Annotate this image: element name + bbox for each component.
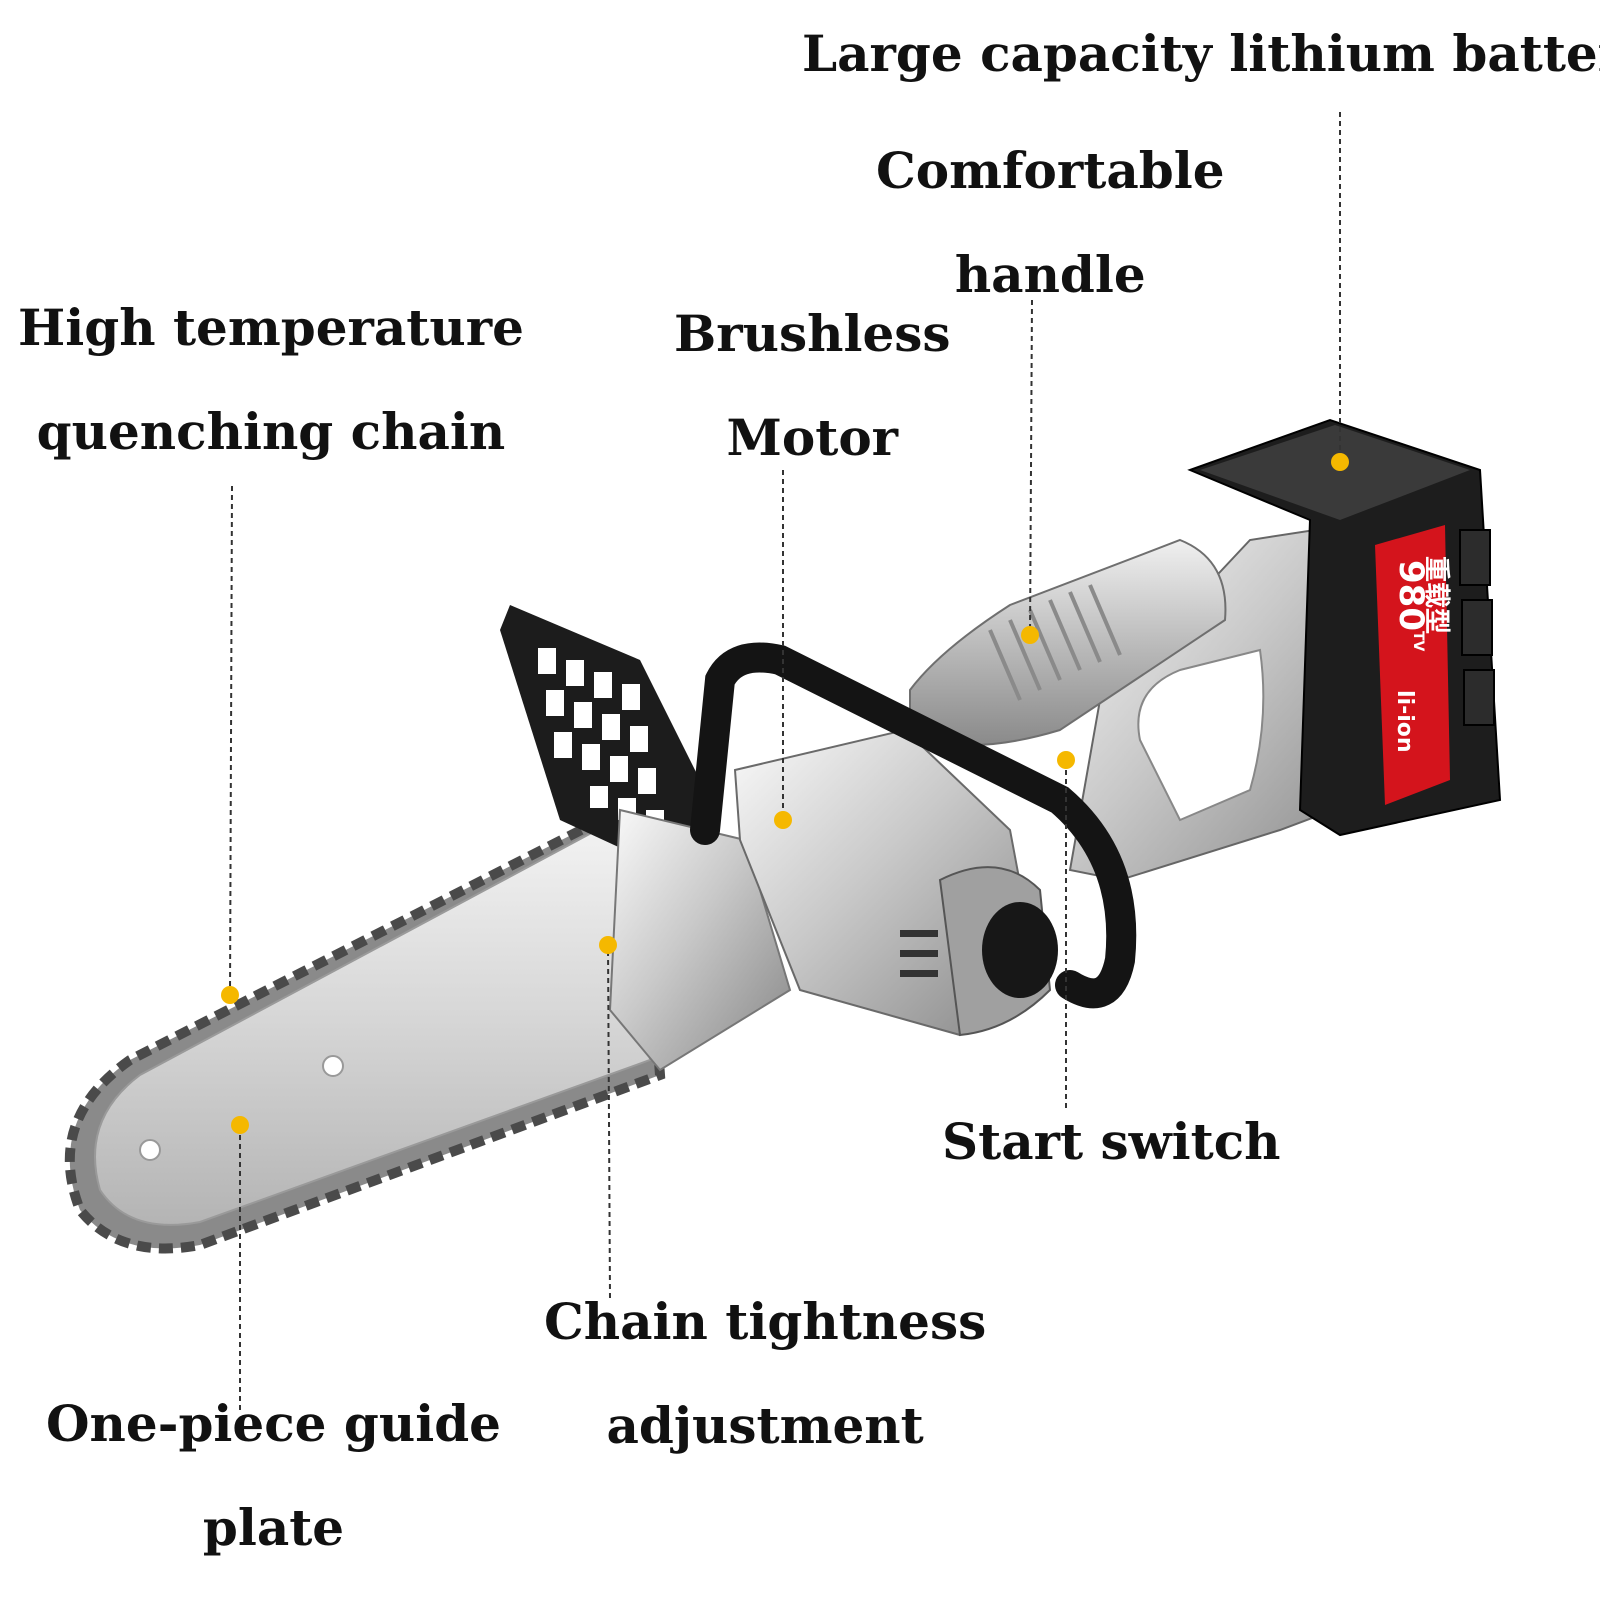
callout-chain-line-2: quenching chain [36,402,506,461]
callout-chain-line-1: High temperature [18,298,524,357]
battery-model-number: 980 [1391,560,1431,631]
marker-dot-chain [221,986,239,1004]
callout-plate-line-2: plate [202,1498,345,1557]
callout-tightness-line-2: adjustment [606,1396,924,1455]
battery-model: 980TV [1391,560,1431,652]
bar-hole [139,1139,161,1161]
battery-model-sup: TV [1410,631,1426,652]
callout-battery-line-1: Large capacity lithium battery [802,24,1600,83]
callout-handle: Comfortable handle [876,119,1225,327]
callout-dots [221,453,1349,1134]
battery-brand: li-ion [1392,690,1417,753]
marker-dot-switch [1057,751,1075,769]
bar-hole [322,1055,344,1077]
motor-cap [982,902,1058,998]
callout-motor: Brushless Motor [674,282,951,490]
callout-handle-line-2: handle [954,245,1146,304]
marker-dot-handle [1021,626,1039,644]
callout-tightness: Chain tightness adjustment [544,1270,986,1478]
leader-line-tightness [607,944,611,1299]
callout-motor-line-2: Motor [726,408,899,467]
front-handle-loop [690,642,1137,1009]
callout-chain: High temperature quenching chain [18,276,524,484]
leader-lines [229,112,1341,1410]
leader-line-chain [229,485,233,996]
callout-plate: One-piece guide plate [46,1372,501,1580]
hand-guard [500,605,720,880]
marker-dot-tightness [599,936,617,954]
callout-battery: Large capacity lithium battery [802,2,1600,106]
marker-dot-plate [231,1116,249,1134]
marker-dot-battery [1331,453,1349,471]
callout-plate-line-1: One-piece guide [46,1394,501,1453]
callout-tightness-line-1: Chain tightness [544,1292,987,1351]
tension-plate [608,808,792,1072]
battery-icon: 980TV 重载型 li-ion [1187,418,1502,837]
callout-motor-line-1: Brushless [674,304,951,363]
callout-handle-line-1: Comfortable [876,141,1225,200]
battery-chinese: 重载型 [1421,556,1451,634]
callout-switch: Start switch [942,1090,1281,1194]
motor-housing [733,728,1058,1037]
callout-switch-line-1: Start switch [942,1112,1281,1171]
leader-line-handle [1029,299,1033,636]
guide-bar-icon [64,792,666,1254]
marker-dot-motor [774,811,792,829]
battery-label-panel [1375,525,1450,805]
